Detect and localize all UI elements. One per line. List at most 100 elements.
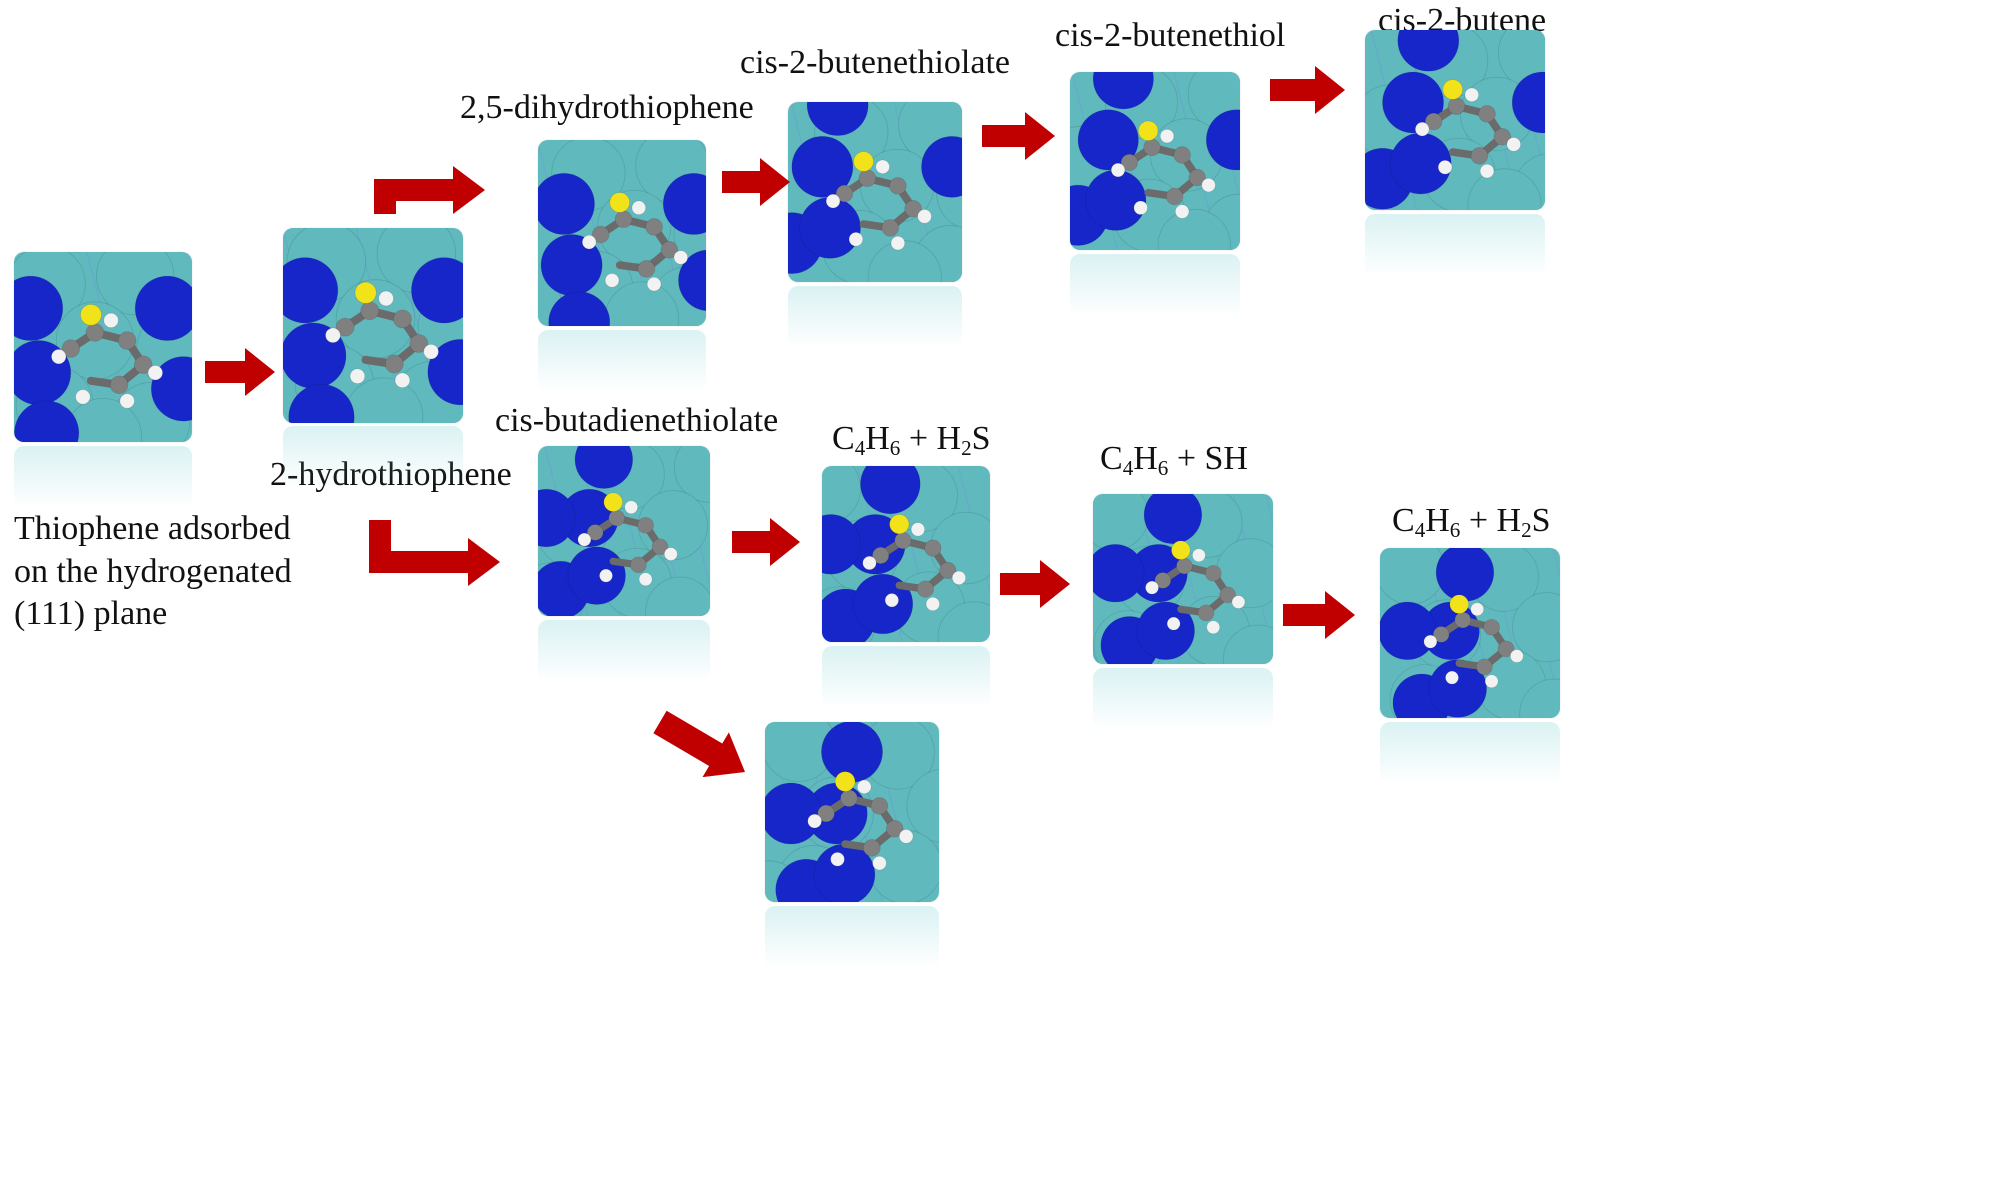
carbon-atom <box>630 556 647 574</box>
sulfur-atom <box>603 492 623 512</box>
hydrogen-atom <box>1145 580 1159 595</box>
carbon-atom <box>1497 640 1515 658</box>
reaction-arrow-bent <box>369 520 450 573</box>
hydrogen-atom <box>673 250 689 265</box>
hydrogen-atom <box>349 368 366 384</box>
hydrogen-atom <box>75 389 91 405</box>
label-c4h6-h2s-first: C4H6 + H2S <box>832 420 991 460</box>
carbon-atom <box>1470 147 1489 165</box>
hydrogen-atom <box>51 349 67 365</box>
carbon-atom <box>885 820 904 838</box>
subsurface-atom <box>1397 30 1460 72</box>
carbon-atom <box>1219 586 1236 604</box>
hydrogen-atom <box>862 555 877 571</box>
subsurface-atom <box>860 466 921 515</box>
subsurface-atom <box>288 384 355 423</box>
hydrogen-atom <box>872 855 887 871</box>
surface-atom <box>1157 208 1231 250</box>
hydrogen-atom <box>581 234 597 250</box>
carbon-atom <box>1483 618 1500 636</box>
carbon-atom <box>881 219 900 237</box>
surface-atom <box>906 769 939 843</box>
subsurface-atom <box>791 135 854 198</box>
hydrogen-atom <box>1464 87 1480 103</box>
carbon-atom <box>591 225 610 244</box>
subsurface-atom <box>1077 109 1139 171</box>
hydrogen-atom <box>1414 121 1430 137</box>
reflection-2-5-dihydrothiophene <box>538 330 706 392</box>
subsurface-atom <box>822 514 861 575</box>
hydrogen-atom <box>1479 163 1495 179</box>
carbon-atom <box>586 524 604 541</box>
hydrogen-atom <box>875 159 890 175</box>
hydrogen-atom <box>1174 204 1190 219</box>
subsurface-atom <box>14 400 80 442</box>
sulfur-atom <box>609 192 631 213</box>
reflection-cis-2-butene <box>1365 214 1545 276</box>
hydrogen-atom <box>663 547 678 561</box>
surface-atom <box>1519 678 1560 718</box>
subsurface-atom <box>1136 601 1195 661</box>
hydrogen-atom <box>925 596 940 612</box>
carbon-atom <box>870 797 889 815</box>
carbon-atom <box>1476 658 1493 676</box>
reflection-2-hydrothiophene <box>283 426 463 488</box>
panel-2-hydrothiophene <box>283 228 463 423</box>
subsurface-atom <box>1143 494 1203 545</box>
subsurface-atom <box>134 275 192 341</box>
reaction-arrow <box>438 166 485 214</box>
hydrogen-atom <box>1437 160 1453 175</box>
carbon-atom <box>1165 187 1184 206</box>
sulfur-atom <box>1171 540 1191 560</box>
panel-cis-2-butenethiolate <box>788 102 962 282</box>
subsurface-atom <box>678 249 706 312</box>
reaction-arrow <box>732 518 800 566</box>
carbon-atom <box>1493 128 1512 146</box>
reflection-cis-2-butenethiol <box>1070 254 1240 316</box>
hydrogen-atom <box>898 829 914 844</box>
reaction-arrow <box>448 538 500 586</box>
sulfur-atom <box>834 771 856 792</box>
reaction-arrow <box>653 710 745 778</box>
hydrogen-atom <box>624 500 639 515</box>
reaction-arrow <box>1000 560 1070 608</box>
label-c4h6-sh: C4H6 + SH <box>1100 440 1248 480</box>
reaction-arrow-bent <box>374 179 440 214</box>
hydrogen-atom <box>604 273 620 288</box>
reflection-cis-butadienethiolate <box>538 620 710 682</box>
subsurface-atom <box>411 257 463 324</box>
label-c4h6-h2s-second: C4H6 + H2S <box>1392 502 1551 542</box>
hydrogen-atom <box>378 290 394 307</box>
reflection-c4h6-sh <box>1093 668 1273 730</box>
subsurface-atom <box>1093 544 1145 603</box>
hydrogen-atom <box>1166 616 1181 631</box>
sulfur-atom <box>1442 79 1464 100</box>
carbon-atom <box>660 241 679 259</box>
hydrogen-atom <box>1506 137 1521 152</box>
carbon-atom <box>651 538 669 556</box>
hydrogen-atom <box>1231 595 1246 609</box>
label-cis-2-butenethiolate: cis-2-butenethiolate <box>740 44 1011 81</box>
reaction-arrow <box>1270 66 1345 114</box>
carbon-atom <box>393 309 412 329</box>
subsurface-atom <box>1092 72 1154 110</box>
carbon-atom <box>889 177 907 195</box>
carbon-atom <box>1154 572 1172 589</box>
subsurface-atom <box>14 275 64 341</box>
hydrogen-atom <box>599 568 613 583</box>
subsurface-atom <box>1428 659 1487 718</box>
sulfur-atom <box>1449 594 1469 614</box>
reflection-thiophene <box>14 446 192 508</box>
hydrogen-atom <box>147 365 163 381</box>
hydrogen-atom <box>638 572 653 587</box>
panel-cis-butadienethiolate <box>538 446 710 616</box>
hydrogen-atom <box>1445 670 1459 685</box>
panel-c4h6-sh <box>1093 494 1273 664</box>
reflection-c4h6-h2s-first <box>822 646 990 708</box>
subsurface-atom <box>806 102 869 136</box>
carbon-atom <box>637 260 656 278</box>
carbon-atom <box>133 355 153 374</box>
hydrogen-atom <box>1509 649 1524 663</box>
label-thiophene: Thiophene adsorbed on the hydrogenated (… <box>14 510 292 632</box>
subsurface-atom <box>574 446 633 489</box>
